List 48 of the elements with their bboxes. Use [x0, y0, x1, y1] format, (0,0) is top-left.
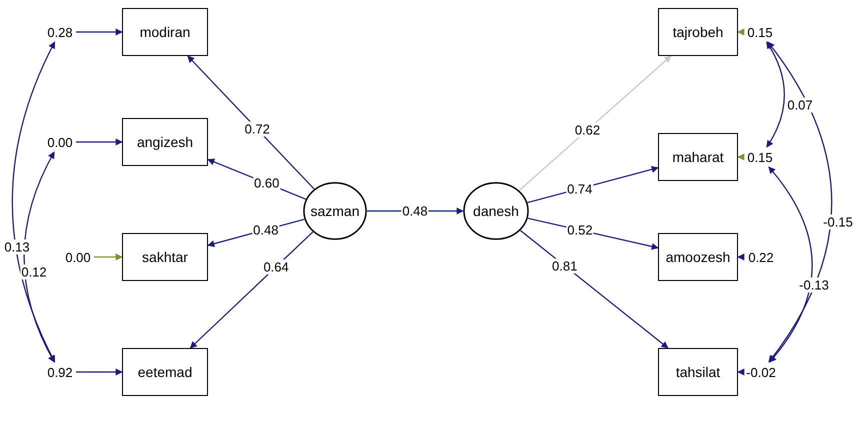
- error-value: 0.00: [46, 134, 74, 150]
- latent-variable-ellipse: sazman: [303, 182, 367, 240]
- indicator-box: tahsilat: [658, 348, 738, 396]
- indicator-box: sakhtar: [122, 233, 208, 281]
- arrow: [518, 56, 672, 191]
- error-value: 0.15: [744, 149, 776, 165]
- arrow: [190, 232, 314, 348]
- arrow: [76, 28, 123, 36]
- edge-label: 0.12: [20, 264, 48, 280]
- error-value: -0.02: [744, 364, 778, 380]
- indicator-box: tajrobeh: [658, 8, 738, 56]
- latent-variable-ellipse: danesh: [463, 182, 529, 240]
- arrow: [737, 254, 744, 260]
- arrow: [737, 368, 744, 376]
- edge-label: 0.72: [244, 122, 271, 137]
- edge-label: 0.13: [3, 240, 31, 254]
- indicator-box: amoozesh: [658, 233, 738, 281]
- arrow: [737, 28, 744, 36]
- arrow: [94, 254, 123, 260]
- edge-label: 0.81: [551, 258, 578, 274]
- indicator-box: maharat: [658, 133, 738, 181]
- arrow: [76, 138, 123, 146]
- error-value: 0.00: [64, 249, 92, 265]
- arrow: [24, 151, 55, 363]
- edge-label: 0.74: [566, 181, 594, 196]
- error-value: 0.28: [46, 24, 74, 40]
- error-value: 0.92: [46, 364, 74, 380]
- arrow: [187, 56, 315, 190]
- indicator-box: modiran: [122, 8, 208, 56]
- edge-label: 0.07: [786, 98, 814, 112]
- indicator-box: eetemad: [122, 348, 208, 396]
- arrow: [766, 41, 785, 148]
- edge-label: -0.15: [822, 214, 854, 230]
- edge-label: 0.52: [566, 222, 594, 238]
- error-value: 0.15: [744, 24, 776, 40]
- arrow: [737, 154, 744, 160]
- edge-label: 0.64: [262, 259, 290, 274]
- arrow: [76, 368, 123, 376]
- indicator-box: angizesh: [122, 118, 208, 166]
- error-value: 0.22: [746, 249, 776, 265]
- arrow: [768, 166, 813, 363]
- edge-label: 0.48: [252, 222, 280, 238]
- edge-label: -0.13: [798, 278, 830, 292]
- edge-label: 0.48: [401, 204, 429, 218]
- edge-label: 0.60: [253, 176, 280, 191]
- arrow: [520, 230, 668, 348]
- edge-label: 0.62: [574, 122, 602, 138]
- arrow: [12, 41, 56, 363]
